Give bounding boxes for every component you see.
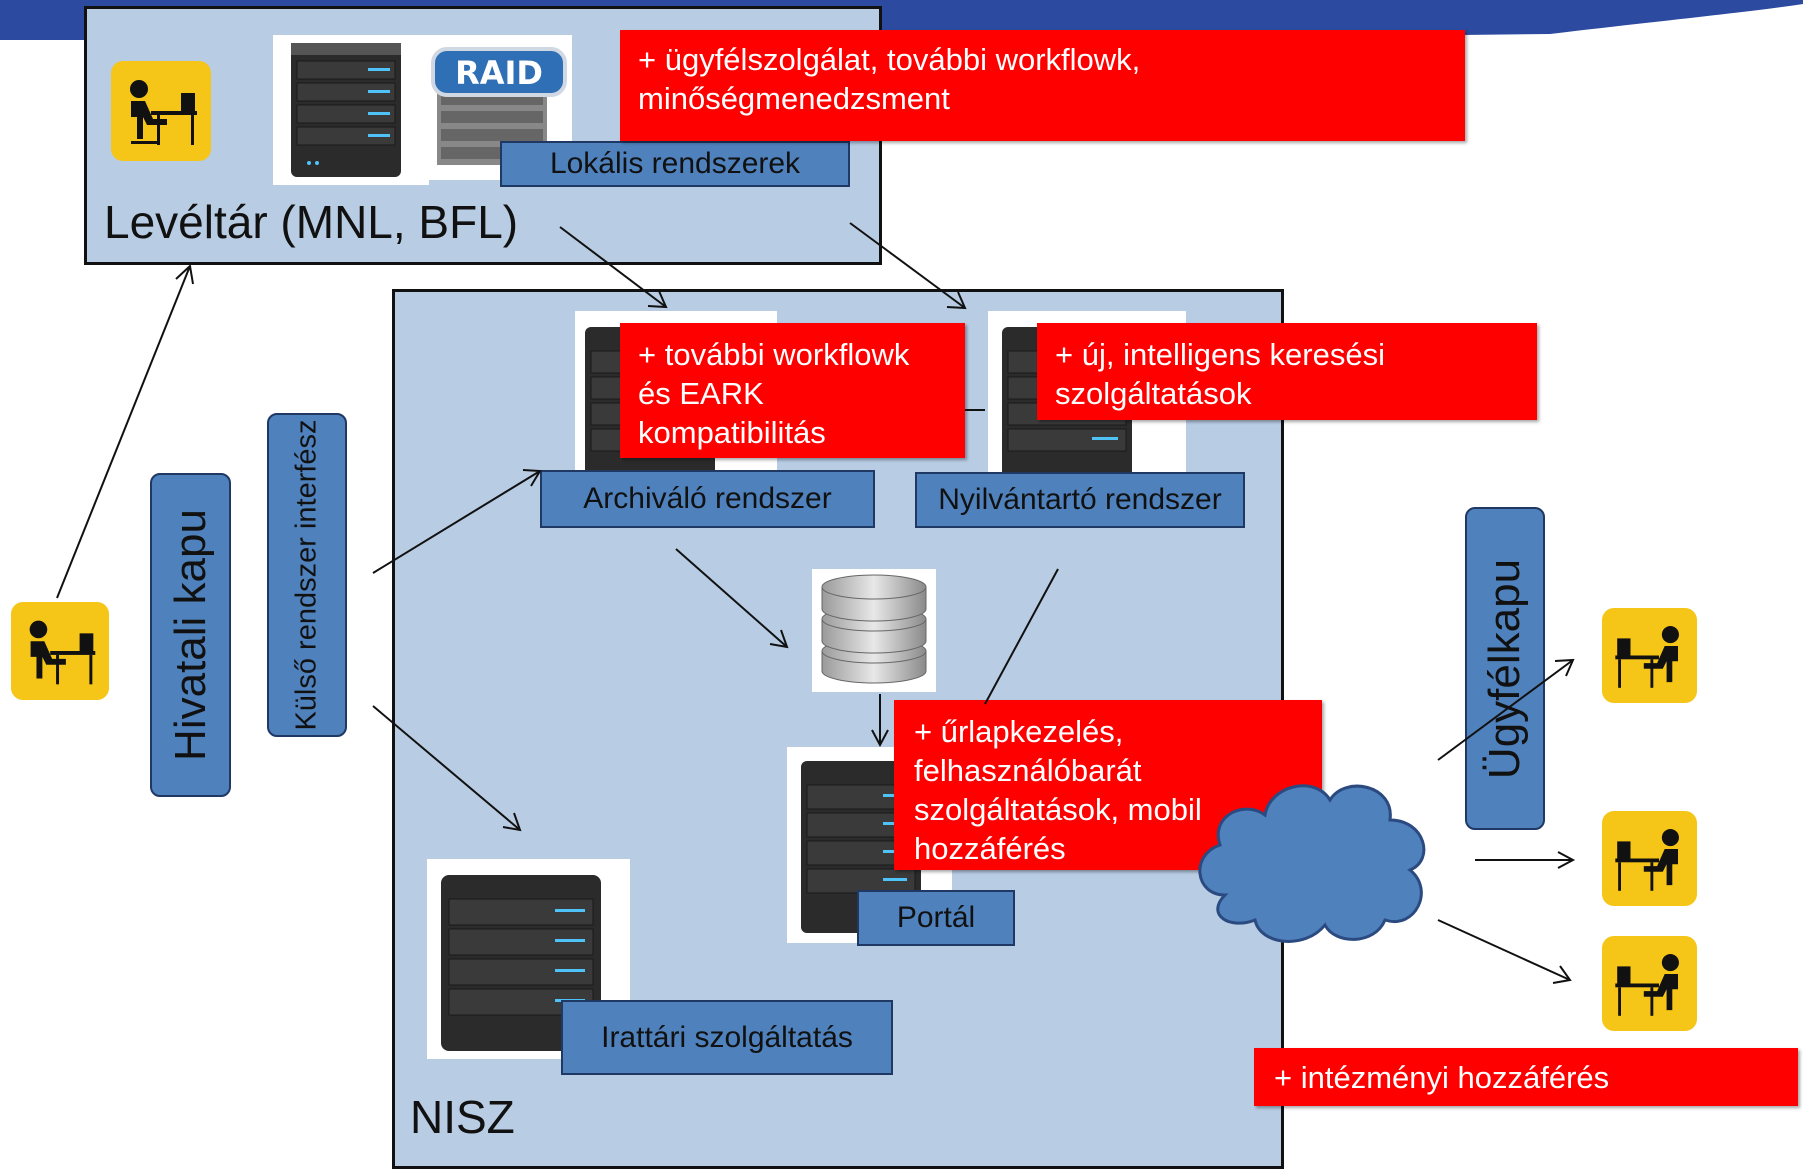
client-gate-label: Ügyfélkapu	[1465, 507, 1545, 830]
client-gate-text: Ügyfélkapu	[1480, 558, 1529, 779]
external-interface-text: Külső rendszer interfész	[290, 419, 323, 731]
archive-title: Levéltár (MNL, BFL)	[104, 196, 519, 248]
callout-line: szolgáltatások	[1055, 376, 1252, 411]
callout-line: és EARK	[638, 376, 764, 411]
callout-line: + további workflowk	[638, 337, 910, 372]
institutional-access-callout: + intézményi hozzáférés	[1254, 1048, 1798, 1106]
callout-line: + űrlapkezelés,	[914, 714, 1124, 749]
records-service-label: Irattári szolgáltatás	[561, 1000, 893, 1075]
callout-line: kompatibilitás	[638, 415, 826, 450]
server-icon	[273, 35, 429, 185]
nisz-title: NISZ	[410, 1091, 515, 1143]
user-at-desk-icon	[1602, 936, 1697, 1031]
user-at-desk-icon	[1602, 811, 1697, 906]
callout-line: minőségmenedzsment	[638, 81, 950, 116]
arrow-icon	[1437, 919, 1571, 981]
callout-line: szolgáltatások, mobil	[914, 792, 1202, 827]
callout-line: + ügyfélszolgálat, további workflowk,	[638, 42, 1141, 77]
user-at-desk-icon	[11, 602, 109, 700]
registry-system-label: Nyilvántartó rendszer	[915, 472, 1245, 528]
user-at-desk-icon	[1602, 608, 1697, 703]
archiving-callout: + további workflowk és EARK kompatibilit…	[620, 323, 965, 458]
archive-callout: + ügyfélszolgálat, további workflowk, mi…	[620, 30, 1465, 141]
database-icon	[812, 569, 936, 692]
cloud-icon	[1198, 784, 1426, 943]
registry-callout: + új, intelligens keresési szolgáltatáso…	[1037, 323, 1537, 420]
callout-line: hozzáférés	[914, 831, 1066, 866]
external-interface-label: Külső rendszer interfész	[267, 413, 347, 737]
office-gate-text: Hivatali kapu	[165, 509, 215, 761]
callout-line: + új, intelligens keresési	[1055, 337, 1385, 372]
arrow-icon	[175, 264, 194, 285]
user-at-desk-icon	[111, 61, 211, 161]
raid-text: RAID	[455, 54, 543, 92]
portal-label: Portál	[857, 890, 1015, 946]
arrow-icon	[1557, 851, 1576, 869]
callout-line: felhasználóbarát	[914, 753, 1142, 788]
arrow-icon	[1554, 658, 1575, 677]
local-systems-label: Lokális rendszerek	[500, 141, 850, 187]
office-gate-label: Hivatali kapu	[150, 473, 231, 797]
arrow-icon	[1552, 965, 1572, 984]
archiving-system-label: Archiváló rendszer	[540, 470, 875, 528]
